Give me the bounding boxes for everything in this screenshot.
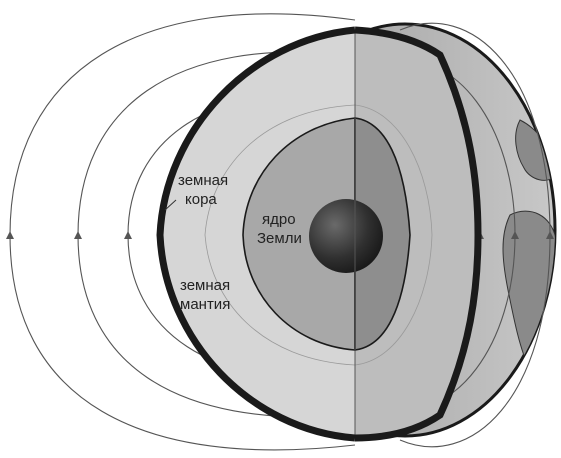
field-arrow-icon <box>6 231 14 239</box>
mantle-label-line2: мантия <box>180 296 230 313</box>
mantle-label-line1: земная <box>180 277 230 294</box>
field-arrow-icon <box>124 231 132 239</box>
inner-core <box>309 199 383 273</box>
cutaway <box>160 30 478 438</box>
field-arrow-icon <box>74 231 82 239</box>
crust-label-line1: земная <box>178 172 228 189</box>
core-label-line1: ядро <box>262 211 296 228</box>
crust-label-line2: кора <box>185 191 217 208</box>
field-arrows-left <box>6 231 132 239</box>
core-label-line2: Земли <box>257 230 302 247</box>
